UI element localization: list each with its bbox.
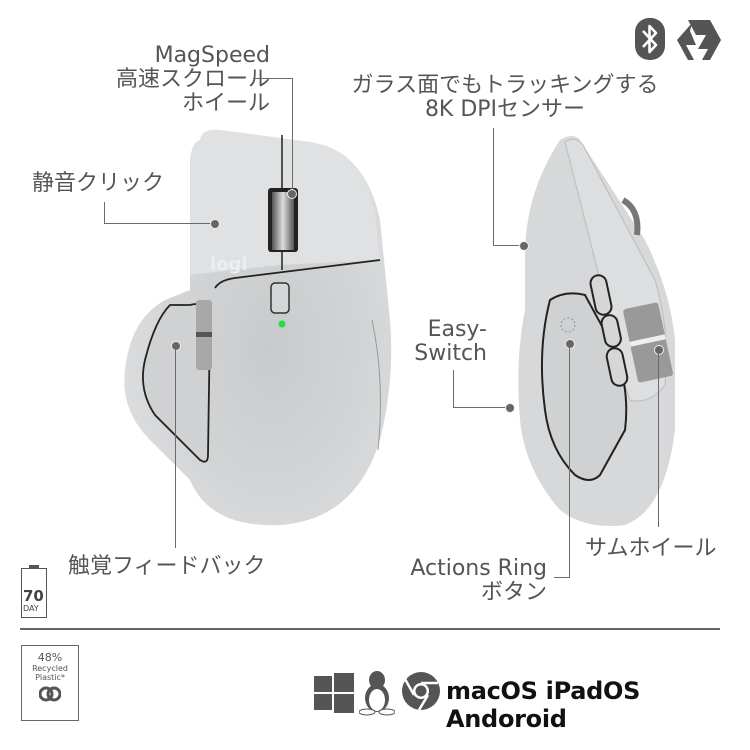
easy-switch-label: Easy- Switch xyxy=(395,318,487,366)
battery-body xyxy=(21,568,47,618)
silent-click-leader-v xyxy=(104,202,105,224)
easy-switch-line1: Easy- xyxy=(427,317,487,342)
recycled-line1: Recycled xyxy=(32,664,68,673)
linux-icon xyxy=(359,670,395,716)
magspeed-line1: MagSpeed xyxy=(154,43,270,68)
actions-ring-dot xyxy=(565,339,575,349)
easy-switch-dot xyxy=(505,403,515,413)
recycle-icon xyxy=(39,685,61,703)
mouse-top-view: logi xyxy=(110,120,400,530)
silent-click-dot xyxy=(210,219,220,229)
easy-switch-line2: Switch xyxy=(414,341,487,366)
recycled-percent: 48% xyxy=(37,651,63,664)
battery-unit: DAY xyxy=(23,604,39,613)
recycled-badge: 48% Recycled Plastic* xyxy=(21,645,79,721)
magspeed-leader xyxy=(253,78,293,79)
thumb-wheel-leader-v xyxy=(658,352,659,527)
thumb-wheel-label: サムホイール xyxy=(585,536,717,561)
recycled-line2: Plastic* xyxy=(35,673,65,682)
actions-ring-leader-h xyxy=(554,577,570,578)
easy-switch-leader-h xyxy=(453,407,509,408)
battery-days: 70 xyxy=(23,587,44,605)
thumb-wheel-dot xyxy=(654,345,664,355)
magspeed-dot xyxy=(287,189,297,199)
logi-bolt-icon xyxy=(676,19,722,61)
sensor-leader-v xyxy=(493,128,494,246)
divider xyxy=(20,628,720,630)
easy-switch-leader-v xyxy=(453,370,454,408)
bluetooth-icon xyxy=(634,17,666,61)
silent-click-label: 静音クリック xyxy=(32,171,165,196)
magspeed-line2: 高速スクロール xyxy=(115,67,270,92)
sensor-dot xyxy=(519,241,529,251)
magspeed-label: MagSpeed 高速スクロール ホイール xyxy=(60,44,270,116)
magspeed-leader-v xyxy=(292,78,293,192)
silent-click-leader-h xyxy=(104,223,214,224)
actions-ring-line2: ボタン xyxy=(480,580,547,605)
sensor-label: ガラス面でもトラッキングする 8K DPIセンサー xyxy=(330,74,680,122)
os-compatibility-text: macOS iPadOS Andoroid xyxy=(446,677,641,733)
battery-cap xyxy=(29,565,39,568)
sensor-leader-h xyxy=(493,245,523,246)
logi-logo: logi xyxy=(210,254,248,275)
magspeed-line3: ホイール xyxy=(181,91,270,116)
haptic-leader-v xyxy=(175,348,176,548)
haptic-dot xyxy=(171,341,181,351)
chrome-icon xyxy=(401,671,441,711)
sensor-line2: 8K DPIセンサー xyxy=(424,97,586,122)
actions-ring-label: Actions Ring ボタン xyxy=(395,557,547,605)
actions-ring-line1: Actions Ring xyxy=(410,556,547,581)
actions-ring-leader-v xyxy=(569,346,570,578)
battery-badge: 70 DAY xyxy=(20,565,48,618)
sensor-line1: ガラス面でもトラッキングする xyxy=(351,73,659,98)
haptic-label: 触覚フィードバック xyxy=(68,554,266,579)
mouse-side-view xyxy=(505,130,695,530)
windows-icon xyxy=(314,673,354,713)
